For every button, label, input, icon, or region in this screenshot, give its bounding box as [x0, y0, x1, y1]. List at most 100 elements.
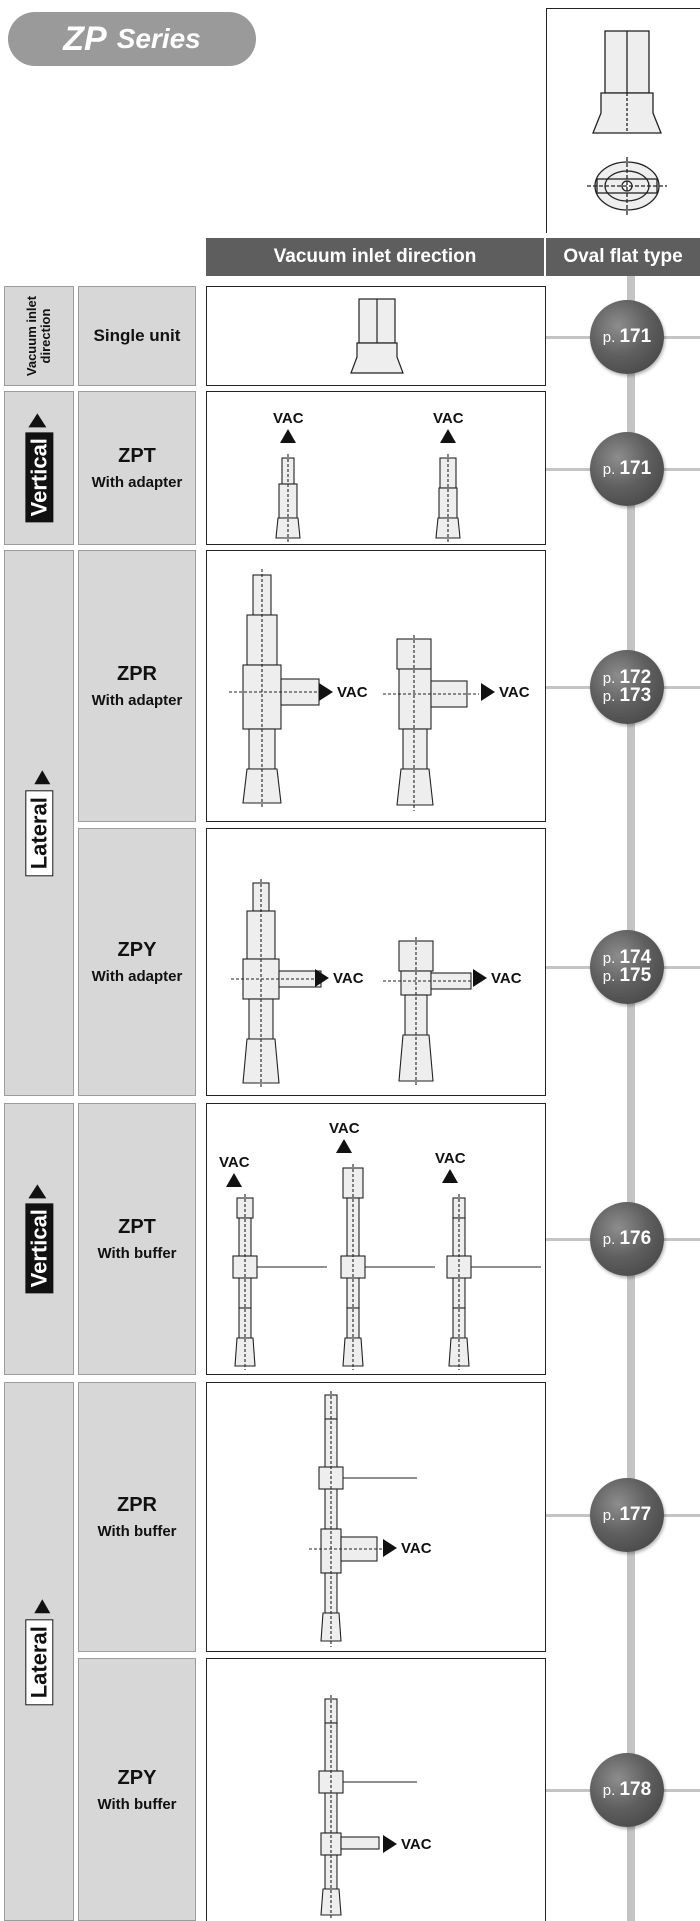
vac-label: VAC — [499, 683, 530, 701]
page-prefix: p. — [602, 670, 616, 687]
vac-indicator: VAC — [315, 969, 364, 987]
vac-label: VAC — [435, 1150, 466, 1167]
vac-arrow-icon — [383, 1539, 397, 1557]
side-label-lateral: Lateral — [4, 550, 74, 1096]
adapter-drawing — [383, 937, 479, 1087]
side-label-lateral-buffer: Lateral — [4, 1382, 74, 1921]
adapter-drawing — [231, 879, 325, 1089]
vac-indicator: VAC — [435, 1150, 466, 1183]
vac-indicator: VAC — [481, 683, 530, 701]
page-number: 172 — [619, 667, 652, 688]
vac-arrow-icon — [481, 683, 495, 701]
vac-indicator: VAC — [473, 969, 522, 987]
page-number: 177 — [619, 1504, 652, 1525]
row-sub: With adapter — [91, 692, 183, 709]
oval-flat-pad-illustration — [546, 8, 700, 233]
page-number: 174 — [619, 947, 652, 968]
row-sub: With adapter — [91, 968, 183, 985]
page-ref-177[interactable]: p. 177 — [590, 1478, 664, 1552]
page-number: 178 — [619, 1779, 652, 1800]
header-oval-flat-type: Oval flat type — [546, 238, 700, 276]
arrow-icon — [28, 413, 47, 428]
adapter-drawing — [435, 454, 461, 542]
page-prefix: p. — [602, 968, 616, 985]
page-ref-176[interactable]: p. 176 — [590, 1202, 664, 1276]
vac-arrow-icon — [473, 969, 487, 987]
buffer-drawing — [446, 1194, 541, 1370]
vertical-badge: Vertical — [25, 432, 54, 523]
vac-indicator: VAC — [383, 1835, 432, 1853]
page-ref-174-175[interactable]: p. 174 p. 175 — [590, 930, 664, 1004]
arrow-icon — [28, 1184, 47, 1199]
page-ref-172-173[interactable]: p. 172 p. 173 — [590, 650, 664, 724]
page-prefix: p. — [602, 461, 616, 478]
page-prefix: p. — [602, 1507, 616, 1524]
buffer-drawing — [340, 1164, 435, 1370]
row-label-zpy-buffer: ZPY With buffer — [78, 1658, 196, 1921]
lateral-badge: Lateral — [25, 790, 54, 877]
row-code: ZPR — [117, 663, 157, 685]
row-code: ZPY — [117, 939, 157, 961]
row-sub: With buffer — [97, 1523, 177, 1540]
header-vacuum-inlet-direction: Vacuum inlet direction — [206, 238, 544, 276]
adapter-drawing — [383, 635, 479, 811]
vac-indicator: VAC — [319, 683, 368, 701]
adapter-drawing — [229, 569, 325, 809]
page-number: 171 — [619, 326, 652, 347]
side-inlet-line1: Vacuum inlet — [24, 295, 40, 377]
arrow-icon — [33, 770, 50, 785]
buffer-drawing — [318, 1695, 417, 1919]
row-sub: With buffer — [97, 1795, 177, 1813]
vac-label: VAC — [273, 410, 304, 427]
side-label-vertical-buffer: Vertical — [4, 1103, 74, 1375]
row-label-single-unit: Single unit — [78, 286, 196, 386]
vac-arrow-icon — [315, 969, 329, 987]
pad-drawing — [350, 298, 404, 374]
vac-label: VAC — [433, 410, 464, 427]
page-number: 171 — [619, 458, 652, 479]
connector-vertical-line — [627, 276, 635, 1921]
row-sub: With adapter — [91, 474, 183, 491]
page-number: 175 — [619, 965, 652, 986]
adapter-drawing — [275, 454, 301, 542]
row-code: ZPY — [117, 1766, 157, 1789]
drawing-zpr-adapter: VAC VAC — [206, 550, 546, 822]
page-prefix: p. — [602, 329, 616, 346]
series-suffix: Series — [116, 23, 201, 54]
page-ref-171[interactable]: p. 171 — [590, 432, 664, 506]
vac-arrow-icon — [442, 1169, 459, 1183]
row-label-zpr-adapter: ZPR With adapter — [78, 550, 196, 822]
drawing-zpt-adapter: VAC VAC — [206, 391, 546, 545]
side-label-vertical: Vertical — [4, 391, 74, 545]
arrow-icon — [33, 1599, 50, 1614]
vac-arrow-icon — [226, 1173, 243, 1187]
vac-arrow-icon — [440, 429, 457, 443]
row-label-zpt-buffer: ZPT With buffer — [78, 1103, 196, 1375]
page-prefix: p. — [602, 1782, 616, 1799]
vac-indicator: VAC — [219, 1154, 250, 1187]
row-sub: With buffer — [97, 1245, 177, 1262]
row-sub: Single unit — [93, 326, 181, 345]
vac-arrow-icon — [336, 1139, 353, 1153]
page-prefix: p. — [602, 688, 616, 705]
page-prefix: p. — [602, 1231, 616, 1248]
vac-label: VAC — [401, 1835, 432, 1853]
page-number: 173 — [619, 685, 652, 706]
drawing-zpr-buffer: VAC — [206, 1382, 546, 1652]
page-prefix: p. — [602, 950, 616, 967]
vac-indicator: VAC — [433, 410, 464, 443]
drawing-single-unit — [206, 286, 546, 386]
vac-label: VAC — [401, 1539, 432, 1557]
vac-arrow-icon — [383, 1835, 397, 1853]
page-ref-171[interactable]: p. 171 — [590, 300, 664, 374]
buffer-drawing — [232, 1194, 327, 1370]
series-prefix: ZP — [63, 19, 107, 58]
drawing-zpy-adapter: VAC VAC — [206, 828, 546, 1096]
lateral-badge: Lateral — [25, 1618, 54, 1705]
vac-arrow-icon — [319, 683, 333, 701]
page-ref-178[interactable]: p. 178 — [590, 1753, 664, 1827]
page-number: 176 — [619, 1228, 652, 1249]
vac-label: VAC — [333, 969, 364, 987]
oval-flat-pad-drawing — [587, 30, 667, 215]
buffer-drawing — [309, 1391, 417, 1647]
